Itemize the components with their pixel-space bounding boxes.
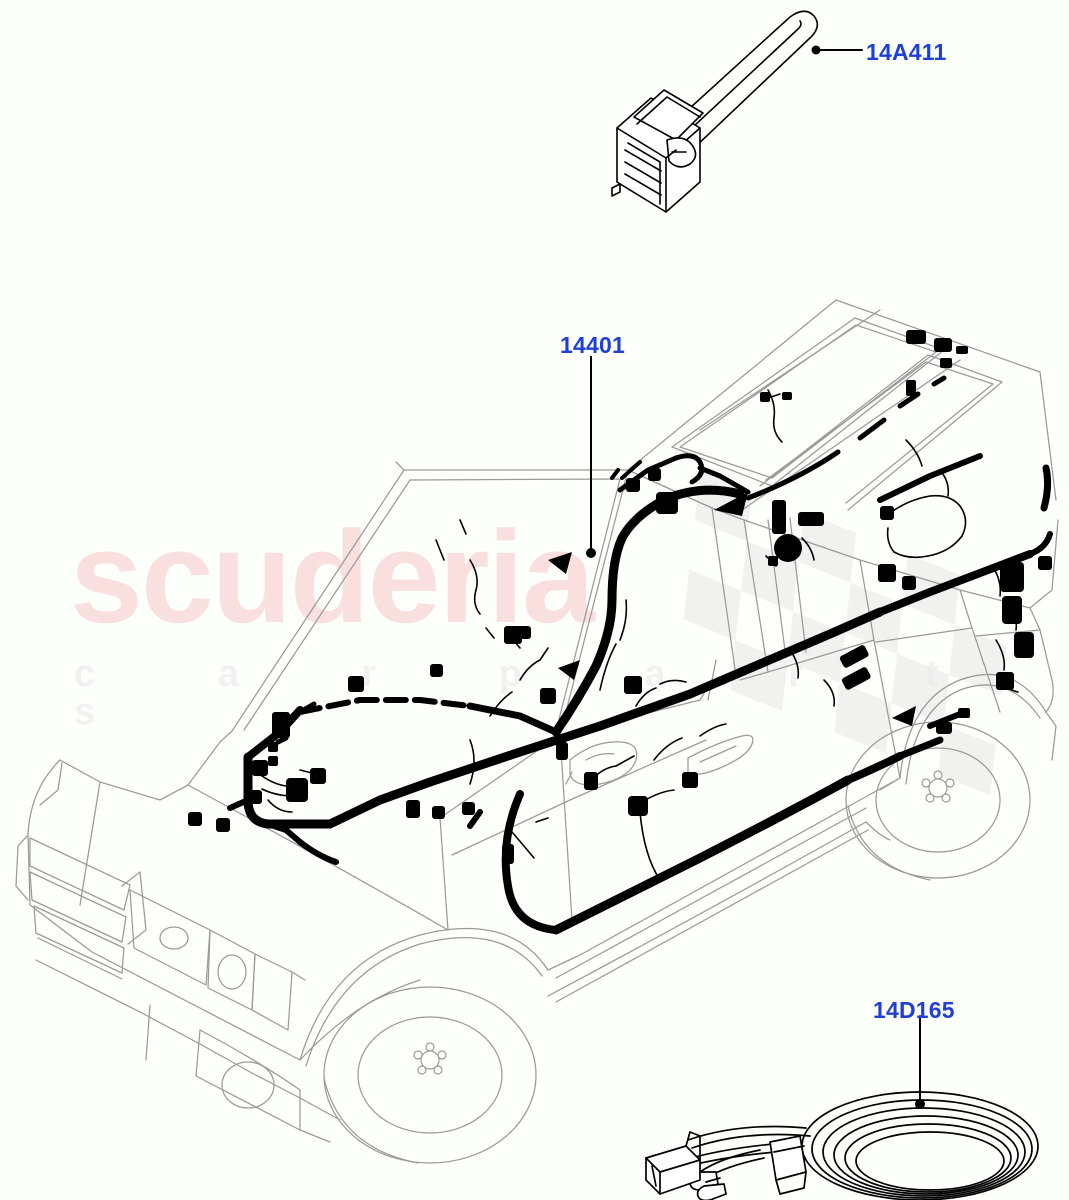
checkered-flag-watermark bbox=[683, 470, 1007, 796]
harness-branches bbox=[257, 389, 1019, 881]
part-14A411-artwork bbox=[611, 10, 863, 213]
harness-connectors bbox=[188, 330, 1052, 864]
part-14D165-artwork bbox=[645, 1015, 1039, 1200]
leader-14401 bbox=[586, 356, 596, 558]
callout-label-14401[interactable]: 14401 bbox=[560, 332, 625, 358]
callout-label-14D165[interactable]: 14D165 bbox=[873, 997, 955, 1023]
callout-label-14A411[interactable]: 14A411 bbox=[866, 39, 947, 65]
vehicle-outline bbox=[15, 299, 1059, 1164]
part-14401-harness bbox=[227, 375, 1053, 935]
